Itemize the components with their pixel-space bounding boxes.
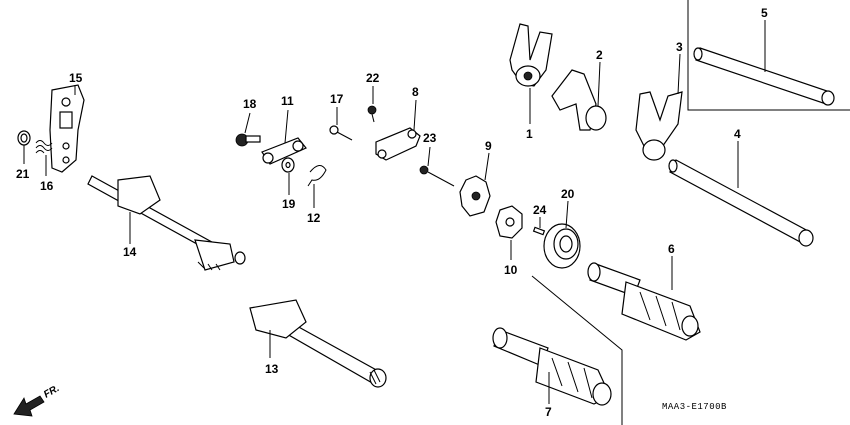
part-15-plate	[49, 84, 85, 173]
front-direction-arrow: FR.	[13, 383, 61, 417]
part-9-drum-center	[459, 175, 491, 217]
part-24-pin	[532, 226, 546, 236]
label-13: 13	[265, 362, 279, 376]
part-23-bolt	[419, 165, 455, 187]
part-8-plate	[375, 127, 421, 161]
label-21: 21	[16, 167, 30, 181]
label-1: 1	[526, 127, 533, 141]
label-4: 4	[734, 127, 741, 141]
label-14: 14	[123, 245, 137, 259]
leader-lines	[23, 20, 766, 404]
diagram-code: MAA3-E1700B	[662, 402, 727, 412]
label-8: 8	[412, 85, 419, 99]
part-22-bolt	[367, 105, 377, 123]
part-20-bearing	[543, 223, 581, 269]
label-12: 12	[307, 211, 321, 225]
part-21-clip	[17, 130, 31, 146]
fr-label: FR.	[42, 383, 61, 401]
part-1-shift-fork	[509, 23, 553, 87]
label-20: 20	[561, 187, 575, 201]
label-11: 11	[281, 94, 294, 108]
part-5-fork-shaft	[693, 47, 835, 106]
label-6: 6	[668, 242, 675, 256]
part-11-stopper-arm	[261, 137, 307, 165]
label-7: 7	[545, 405, 552, 419]
label-19: 19	[282, 197, 296, 211]
label-5: 5	[761, 6, 768, 20]
part-7-shift-drum	[492, 327, 612, 406]
label-22: 22	[366, 71, 380, 85]
label-9: 9	[485, 139, 492, 153]
part-10-pin-plate	[495, 205, 523, 239]
inset-frame	[687, 0, 850, 111]
part-19-washer	[281, 157, 295, 173]
part-13-shift-shaft	[249, 299, 387, 388]
label-23: 23	[423, 131, 437, 145]
label-17: 17	[330, 92, 344, 106]
label-18: 18	[243, 97, 257, 111]
part-17-screw	[329, 125, 353, 141]
part-12-spring	[307, 165, 327, 187]
label-3: 3	[676, 40, 683, 54]
label-15: 15	[69, 71, 83, 85]
part-4-fork-shaft	[668, 159, 814, 247]
label-24: 24	[533, 203, 547, 217]
part-6-shift-drum	[587, 262, 701, 341]
divider-line	[531, 275, 623, 425]
part-3-shift-fork	[635, 91, 683, 161]
part-2-shift-fork	[551, 69, 607, 131]
part-16-spring	[35, 140, 53, 154]
label-16: 16	[40, 179, 54, 193]
label-2: 2	[596, 48, 603, 62]
part-14-shift-spindle	[87, 175, 246, 271]
label-10: 10	[504, 263, 518, 277]
part-18-bolt	[235, 133, 261, 147]
